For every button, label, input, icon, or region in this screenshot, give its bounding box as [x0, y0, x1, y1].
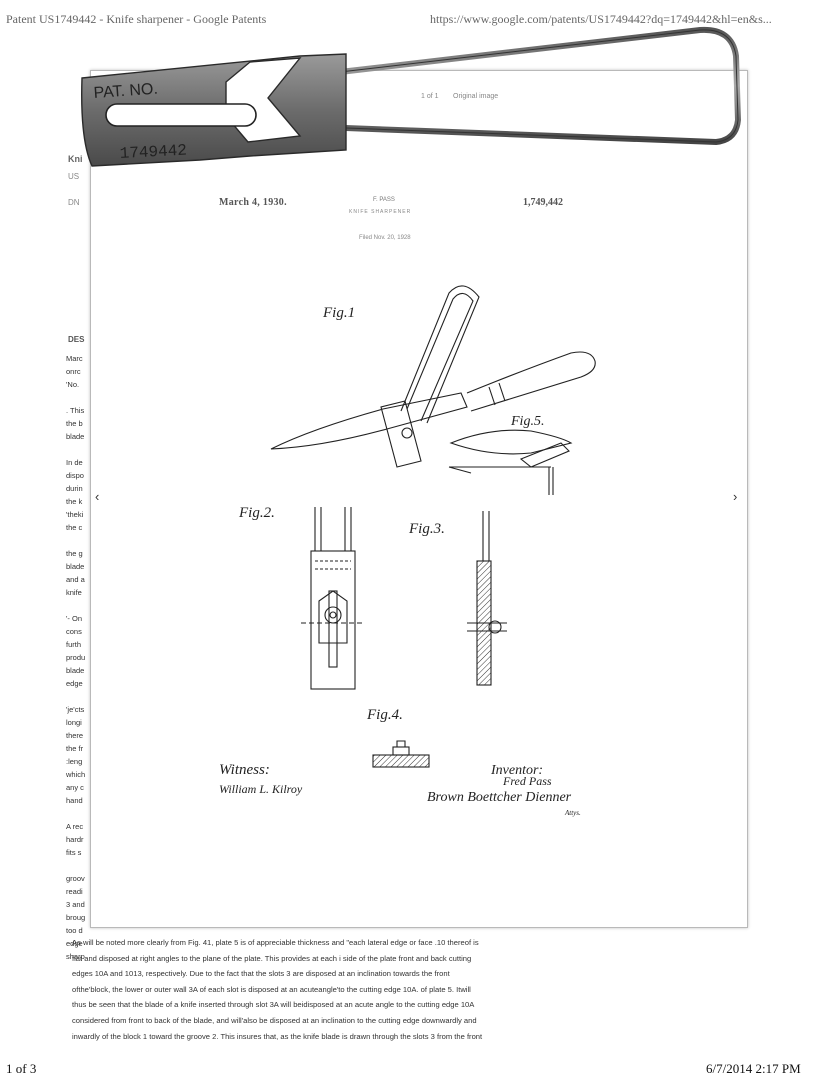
- left-text-fragment: durin: [66, 484, 83, 493]
- print-footer-timestamp: 6/7/2014 2:17 PM: [706, 1061, 801, 1076]
- print-header-url: https://www.google.com/patents/US1749442…: [430, 12, 772, 26]
- knife-sharpener-photo: PAT. NO. 1749442: [81, 26, 742, 167]
- next-image-button[interactable]: ›: [733, 489, 738, 504]
- viewer-page-tab[interactable]: 1 of 1: [421, 93, 439, 100]
- left-text-fragment: furth: [66, 640, 82, 649]
- left-description-fragments: Marc onrc 'No. . This the b blade In de dispo du…: [66, 352, 106, 963]
- left-text-fragment: longi: [66, 718, 82, 727]
- viewer-original-image-tab[interactable]: Original image: [453, 93, 499, 100]
- stamp-pat-no: PAT. NO.: [93, 81, 158, 102]
- fig5-label: Fig.5.: [510, 414, 544, 429]
- fig2-label: Fig.2.: [238, 505, 275, 521]
- left-text-fragment: 3 and: [66, 900, 85, 909]
- fig3-label: Fig.3.: [408, 521, 445, 537]
- fig4-label: Fig.4.: [366, 707, 403, 723]
- left-text-fragment: onrc: [66, 367, 81, 376]
- fig3-wire: [482, 511, 490, 561]
- description-line: ofthe'block, the lower or outer wall 3A …: [72, 984, 471, 994]
- left-text-fragment: hand: [66, 796, 83, 805]
- fig2-wire: [314, 507, 352, 551]
- sharpener-slot: [105, 103, 257, 127]
- description-line: edges 10A and 1013, respectively. Due to…: [72, 969, 450, 979]
- left-text-fragment: the b: [66, 419, 83, 428]
- left-text-fragment: groov: [66, 874, 85, 883]
- patent-title-small: KNIFE SHARPENER: [349, 209, 412, 215]
- left-text-fragment: broug: [66, 913, 86, 922]
- fig1-label: Fig.1: [322, 305, 355, 321]
- attorney-suffix: Attys.: [564, 809, 581, 817]
- description-line: As will be noted more clearly from Fig. …: [72, 938, 479, 947]
- left-text-fragment: Marc: [66, 354, 83, 363]
- left-text-fragment: the k: [66, 497, 83, 506]
- left-text-fragment: which: [66, 770, 86, 779]
- fig5-plate: [519, 442, 570, 468]
- fig5-blade: [449, 429, 573, 455]
- left-text-fragment: blade: [66, 666, 85, 675]
- left-text-fragment: edge: [66, 679, 83, 688]
- patent-inventor-small: F. PASS: [373, 197, 395, 203]
- patent-image-viewer[interactable]: 1 of 1 Original image ‹ › March 4, 1930.…: [90, 70, 748, 928]
- left-text-fragment: the c: [66, 523, 83, 532]
- print-header-title: Patent US1749442 - Knife sharpener - Goo…: [6, 12, 267, 26]
- left-text-fragment: any c: [66, 783, 84, 792]
- left-text-fragment: sharp: [66, 952, 85, 961]
- patent-number: 1,749,442: [523, 197, 563, 208]
- left-text-fragment: . This: [66, 406, 85, 415]
- left-text-fragment: dispo: [66, 471, 84, 480]
- fig5-base: [448, 466, 551, 474]
- description-text: As will be noted more clearly from Fig. …: [72, 935, 512, 1044]
- fig1-block: [380, 400, 422, 468]
- left-text-fragment: blade: [66, 432, 85, 441]
- left-text-fragment: the g: [66, 549, 83, 558]
- description-line: considered from front to back of the bla…: [72, 1015, 477, 1025]
- left-text-fragment: 'je'cts: [66, 705, 85, 714]
- left-text-fragment: :leng: [66, 757, 83, 766]
- left-text-fragment: knife: [66, 588, 82, 597]
- left-text-fragment: produ: [66, 653, 86, 662]
- patent-date: March 4, 1930.: [219, 197, 287, 208]
- left-number-fragment: US: [68, 172, 80, 181]
- description-line: flat and disposed at right angles to the…: [72, 953, 472, 963]
- fig1-wire-loop: [400, 285, 480, 424]
- witness-name: William L. Kilroy: [219, 782, 303, 796]
- left-text-fragment: cons: [66, 627, 82, 636]
- left-text-fragment: and a: [66, 575, 85, 584]
- fig4-section: [372, 754, 430, 768]
- left-text-fragment: In de: [66, 458, 83, 467]
- left-title-fragment: Kni: [68, 154, 83, 164]
- patent-filed-small: Filed Nov. 20, 1928: [359, 235, 411, 241]
- left-text-fragment: fits s: [66, 848, 82, 857]
- print-footer-page-count: 1 of 3: [6, 1061, 37, 1076]
- stamp-number: 1749442: [119, 141, 187, 162]
- prev-image-button[interactable]: ‹: [95, 489, 100, 504]
- fig2-screw: [324, 606, 342, 624]
- fig1-handle: [466, 351, 596, 412]
- left-pub-fragment: DN: [68, 198, 80, 207]
- inventor-name: Fred Pass: [502, 774, 552, 788]
- left-text-fragment: too d: [66, 926, 83, 935]
- left-section-heading: DES: [68, 335, 85, 344]
- description-line: thus be seen that the blade of a knife i…: [72, 1000, 475, 1010]
- left-text-fragment: edge: [66, 939, 83, 948]
- left-text-fragment: hardr: [66, 835, 84, 844]
- attorney-name: Brown Boettcher Dienner: [427, 790, 572, 805]
- left-text-fragment: readi: [66, 887, 83, 896]
- left-text-fragment: 'No.: [66, 380, 80, 389]
- left-text-fragment: '- On: [66, 614, 83, 623]
- sharpener-wire-loop: [339, 26, 742, 146]
- left-text-fragment: 'theki: [66, 510, 84, 519]
- witness-label: Witness:: [219, 762, 270, 778]
- left-text-fragment: the fr: [66, 744, 84, 753]
- left-text-fragment: there: [66, 731, 84, 740]
- left-text-fragment: blade: [66, 562, 85, 571]
- inventor-label: Inventor:: [490, 763, 543, 778]
- left-text-fragment: A rec: [66, 822, 84, 831]
- patent-drawing: Fig.1 Fig.5. Fig.2. Fig.3.: [219, 285, 596, 817]
- fig1-knife-blade: [270, 392, 468, 450]
- description-line: inwardly of the block 1 toward the groov…: [72, 1031, 483, 1041]
- fig2-block: [310, 550, 356, 690]
